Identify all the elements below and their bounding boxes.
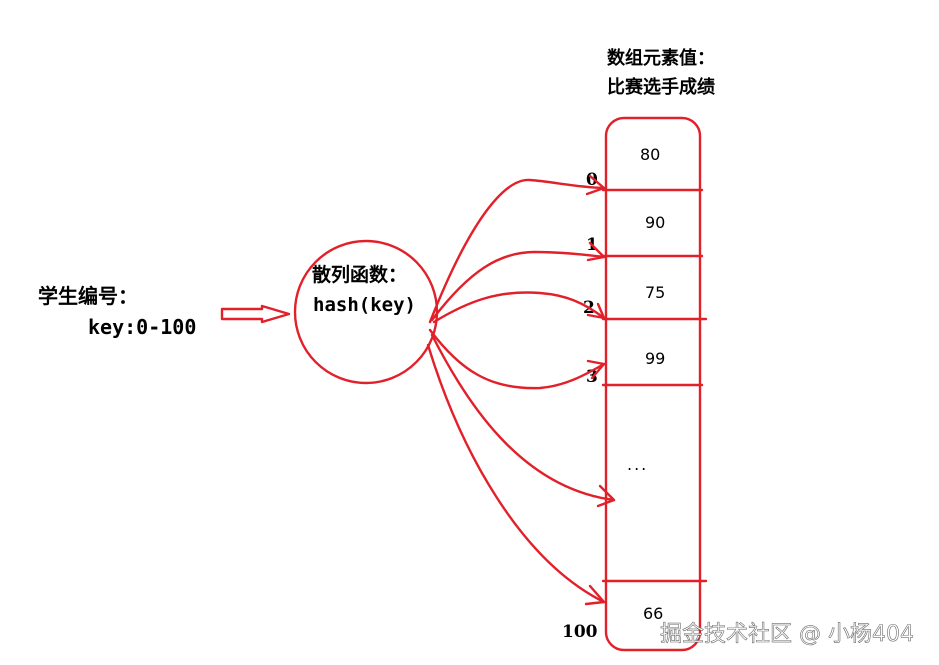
cell-value-3: 99 [645, 349, 665, 368]
watermark: 掘金技术社区 @ 小杨404 [660, 622, 914, 647]
cell-value-100: 66 [643, 604, 663, 623]
hash-label-line2: hash(key) [313, 294, 416, 316]
hash-label-line1: 散列函数： [312, 263, 407, 286]
cell-value-0: 80 [640, 145, 660, 164]
index-label-100: 100 [562, 622, 598, 642]
array-dividers [601, 188, 708, 583]
cell-value-1: 90 [645, 213, 665, 232]
key-label-line1: 学生编号： [38, 284, 138, 308]
mapping-arrows [426, 174, 616, 606]
cell-value-2: 75 [645, 283, 665, 302]
input-arrow [220, 304, 291, 324]
key-label-line2: key:0-100 [88, 315, 196, 339]
array-title-line1: 数组元素值： [607, 47, 715, 69]
cell-value-ellipsis: ... [627, 455, 648, 474]
array-title-line2: 比赛选手成绩 [607, 76, 715, 98]
index-label-0: 0 [586, 170, 598, 190]
